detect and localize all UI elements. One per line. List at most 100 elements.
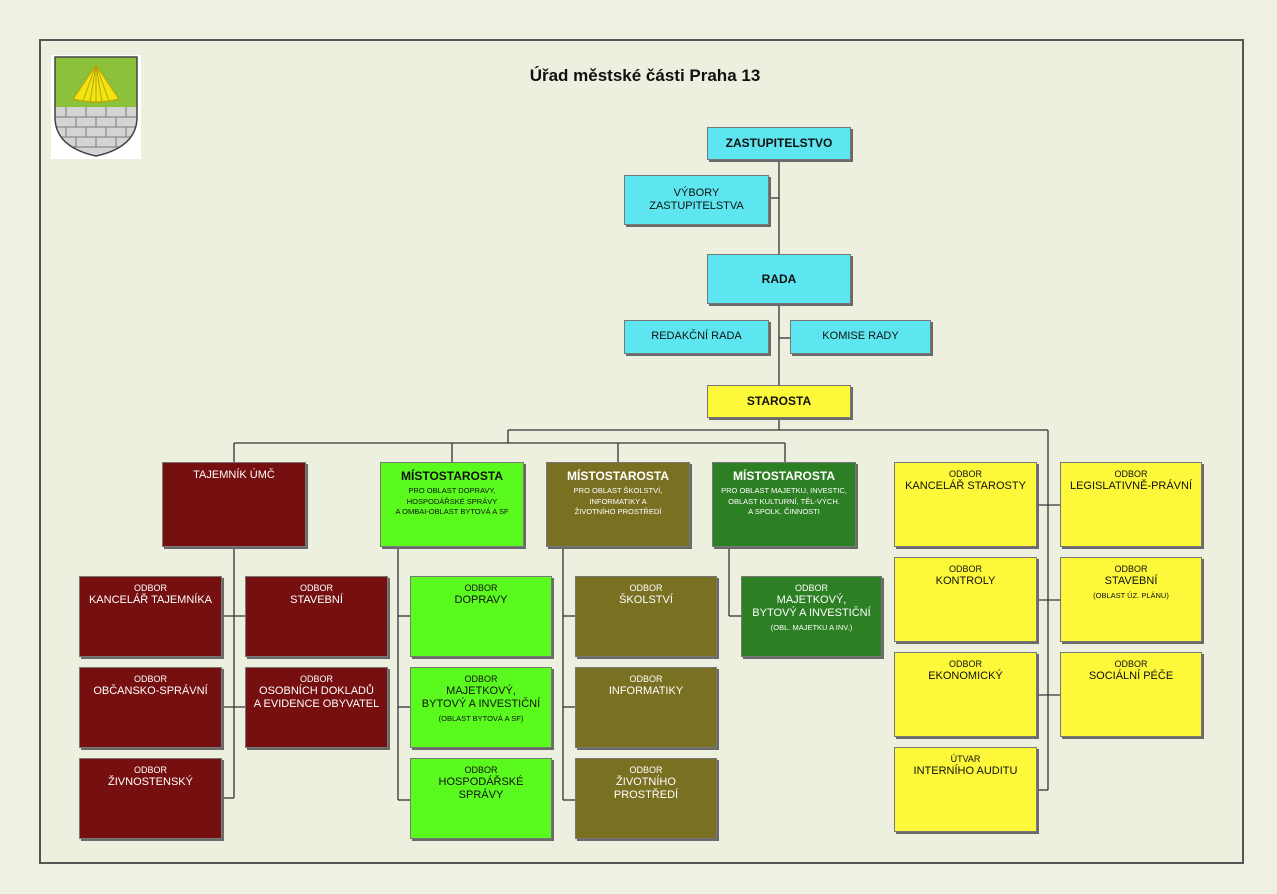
dept-cap: ODBOR [948,564,982,574]
dept-cap: ODBOR [629,765,663,775]
dept-name: SOCIÁLNÍ PÉČE [1088,669,1174,682]
redakcni-rada-label: REDAKČNÍ RADA [651,330,742,343]
zastupitelstvo-label: ZASTUPITELSTVO [725,136,833,151]
komise-rady-box: KOMISE RADY [790,320,931,354]
deputy-scope-line: HOSPODÁŘSKÉ SPRÁVY [406,496,498,506]
dept-dopravy: ODBOR DOPRAVY [410,576,552,657]
deputy-scope-line: INFORMATIKY A [589,496,647,506]
dept-kancelar-starosty: ODBOR KANCELÁŘ STAROSTY [894,462,1037,547]
dept-cap: ODBOR [1114,564,1148,574]
dept-cap: ODBOR [629,674,663,684]
dept-cap: ODBOR [464,765,498,775]
dept-cap: ODBOR [794,583,828,593]
redakcni-rada-box: REDAKČNÍ RADA [624,320,769,354]
dept-name: OBČANSKO-SPRÁVNÍ [93,684,208,697]
logo [51,55,141,159]
dept-cap: ODBOR [299,583,333,593]
dept-cap: ÚTVAR [950,754,981,764]
dept-cap: ODBOR [133,583,167,593]
dept-cap: ODBOR [1114,659,1148,669]
deputy-title: MÍSTOSTAROSTA [401,469,503,483]
dept-note: (OBLAST BYTOVÁ A SF) [438,714,524,724]
deputy-transport-box: MÍSTOSTAROSTA PRO OBLAST DOPRAVY, HOSPOD… [380,462,524,547]
dept-name: ŠKOLSTVÍ [619,593,673,606]
deputy-scope-line: A SPOLK. ČINNOSTI [748,506,820,516]
tajemnik-label: TAJEMNÍK ÚMČ [193,469,275,481]
dept-name: BYTOVÝ A INVESTIČNÍ [421,697,541,710]
starosta-box: STAROSTA [707,385,851,418]
dept-name: HOSPODÁŘSKÉ [438,775,524,788]
deputy-scope: PRO OBLAST ŠKOLSTVÍ, INFORMATIKY A ŽIVOT… [570,486,667,516]
dept-cap: ODBOR [948,659,982,669]
deputy-education-box: MÍSTOSTAROSTA PRO OBLAST ŠKOLSTVÍ, INFOR… [546,462,690,547]
dept-name: MAJETKOVÝ, [446,684,516,697]
dept-zivotniho-prostredi: ODBOR ŽIVOTNÍHO PROSTŘEDÍ [575,758,717,839]
dept-socialni-pece: ODBOR SOCIÁLNÍ PÉČE [1060,652,1202,737]
dept-name: INFORMATIKY [608,684,684,697]
secretary-dept-stavebni: ODBOR STAVEBNÍ [245,576,388,657]
dept-cap: ODBOR [629,583,663,593]
deputy-scope-line: PRO OBLAST ŠKOLSTVÍ, [573,486,663,496]
vybory-line-2: ZASTUPITELSTVA [649,200,744,212]
secretary-dept-osobnich: ODBOR OSOBNÍCH DOKLADŮ A EVIDENCE OBYVAT… [245,667,388,748]
dept-name: A EVIDENCE OBYVATEL [253,697,380,710]
deputy-scope-line: A OMBAI-OBLAST BYTOVÁ A SF [395,506,509,516]
dept-name: BYTOVÝ A INVESTIČNÍ [752,606,871,619]
dept-name: STAVEBNÍ [1104,574,1158,587]
dept-name: ŽIVOTNÍHO [616,775,676,788]
tajemnik-box: TAJEMNÍK ÚMČ [162,462,306,547]
dept-cap: ODBOR [1114,469,1148,479]
dept-informatiky: ODBOR INFORMATIKY [575,667,717,748]
coat-of-arms-icon [54,56,138,157]
dept-cap: ODBOR [299,674,333,684]
deputy-title: MÍSTOSTAROSTA [567,469,669,483]
secretary-dept-zivnostensky: ODBOR ŽIVNOSTENSKÝ [79,758,222,839]
deputy-title: MÍSTOSTAROSTA [733,469,835,483]
dept-name: SPRÁVY [458,788,504,801]
dept-cap: ODBOR [464,674,498,684]
dept-name: LEGISLATIVNĚ-PRÁVNÍ [1069,479,1193,492]
dept-majetkovy-investicni: ODBOR MAJETKOVÝ, BYTOVÝ A INVESTIČNÍ (OB… [741,576,882,657]
deputy-property-box: MÍSTOSTAROSTA PRO OBLAST MAJETKU, INVEST… [712,462,856,547]
dept-name: PROSTŘEDÍ [613,788,679,801]
dept-cap: ODBOR [133,674,167,684]
dept-name: KANCELÁŘ STAROSTY [905,479,1026,492]
deputy-scope-line: PRO OBLAST MAJETKU, INVESTIC, [721,486,847,496]
dept-name: OSOBNÍCH DOKLADŮ [259,684,374,697]
dept-name: STAVEBNÍ [290,593,343,606]
vybory-line-1: VÝBORY [673,186,720,199]
dept-hospodarske-spravy: ODBOR HOSPODÁŘSKÉ SPRÁVY [410,758,552,839]
dept-name: MAJETKOVÝ, [776,593,847,606]
dept-name: INTERNÍHO AUDITU [913,764,1018,777]
dept-note: (OBL. MAJETKU A INV.) [770,623,853,633]
zastupitelstvo-box: ZASTUPITELSTVO [707,127,851,160]
secretary-dept-obcansko: ODBOR OBČANSKO-SPRÁVNÍ [79,667,222,748]
dept-cap: ODBOR [464,583,498,593]
page-title: Úřad městské části Praha 13 [529,66,761,85]
dept-name: DOPRAVY [454,593,508,606]
dept-name: KANCELÁŘ TAJEMNÍKA [88,593,213,606]
rada-box: RADA [707,254,851,304]
dept-legislativne-pravni: ODBOR LEGISLATIVNĚ-PRÁVNÍ [1060,462,1202,547]
dept-skolstvi: ODBOR ŠKOLSTVÍ [575,576,717,657]
deputy-scope-line: PRO OBLAST DOPRAVY, [408,486,496,496]
dept-majetkovy-bytovy: ODBOR MAJETKOVÝ, BYTOVÝ A INVESTIČNÍ (OB… [410,667,552,748]
dept-kontroly: ODBOR KONTROLY [894,557,1037,642]
komise-rady-label: KOMISE RADY [822,330,899,343]
deputy-scope-line: ŽIVOTNÍHO PROSTŘEDÍ [574,506,662,516]
dept-cap: ODBOR [948,469,982,479]
vybory-box: VÝBORY ZASTUPITELSTVA [624,175,769,225]
dept-cap: ODBOR [133,765,167,775]
dept-name: KONTROLY [935,574,996,587]
dept-ekonomicky: ODBOR EKONOMICKÝ [894,652,1037,737]
dept-note: (OBLAST ÚZ. PLÁNU) [1093,590,1169,600]
deputy-scope: PRO OBLAST DOPRAVY, HOSPODÁŘSKÉ SPRÁVY A… [391,486,512,516]
starosta-label: STAROSTA [746,394,812,409]
dept-name: ŽIVNOSTENSKÝ [108,775,193,788]
dept-stavebni-uzemni: ODBOR STAVEBNÍ (OBLAST ÚZ. PLÁNU) [1060,557,1202,642]
secretary-dept-kancelar: ODBOR KANCELÁŘ TAJEMNÍKA [79,576,222,657]
rada-label: RADA [761,271,797,286]
deputy-scope-line: OBLAST KULTURNÍ, TĚL-VÝCH. [728,496,840,506]
dept-interniho-auditu: ÚTVAR INTERNÍHO AUDITU [894,747,1037,832]
